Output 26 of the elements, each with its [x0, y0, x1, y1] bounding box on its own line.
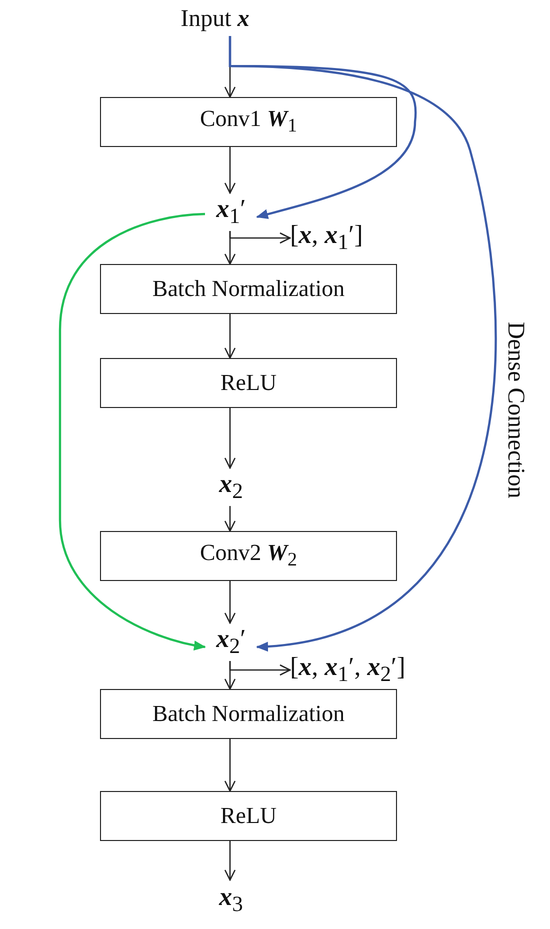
arrow	[58, 212, 206, 650]
arrow	[224, 408, 236, 469]
layer-box: Batch Normalization	[100, 264, 397, 314]
math-label: [x, x$_{1}$′]	[290, 220, 400, 256]
arrow	[228, 36, 497, 651]
layer-box: Batch Normalization	[100, 689, 397, 739]
arrow	[224, 841, 236, 881]
side-label: Dense Connection	[502, 322, 528, 498]
arrow	[224, 314, 236, 359]
math-label: Input x	[160, 2, 270, 36]
arrow	[224, 581, 236, 624]
layer-box: ReLU	[100, 791, 397, 841]
arrow	[224, 739, 236, 792]
math-label: x$_{2}$	[205, 468, 257, 506]
math-label: x$_{3}$	[205, 880, 257, 920]
layer-box: Conv2 W$_{2}$	[100, 531, 397, 581]
arrow	[224, 147, 236, 194]
layer-box: Conv1 W$_{1}$	[100, 97, 397, 147]
arrow	[229, 231, 291, 244]
arrow	[224, 231, 236, 265]
layer-box: ReLU	[100, 358, 397, 408]
arrow	[224, 506, 236, 532]
math-label: x$_{2}$′	[205, 623, 257, 661]
math-label: [x, x$_{1}$′, x$_{2}$′]	[290, 652, 450, 688]
math-label: x$_{1}$′	[205, 193, 257, 231]
arrow	[224, 661, 236, 690]
